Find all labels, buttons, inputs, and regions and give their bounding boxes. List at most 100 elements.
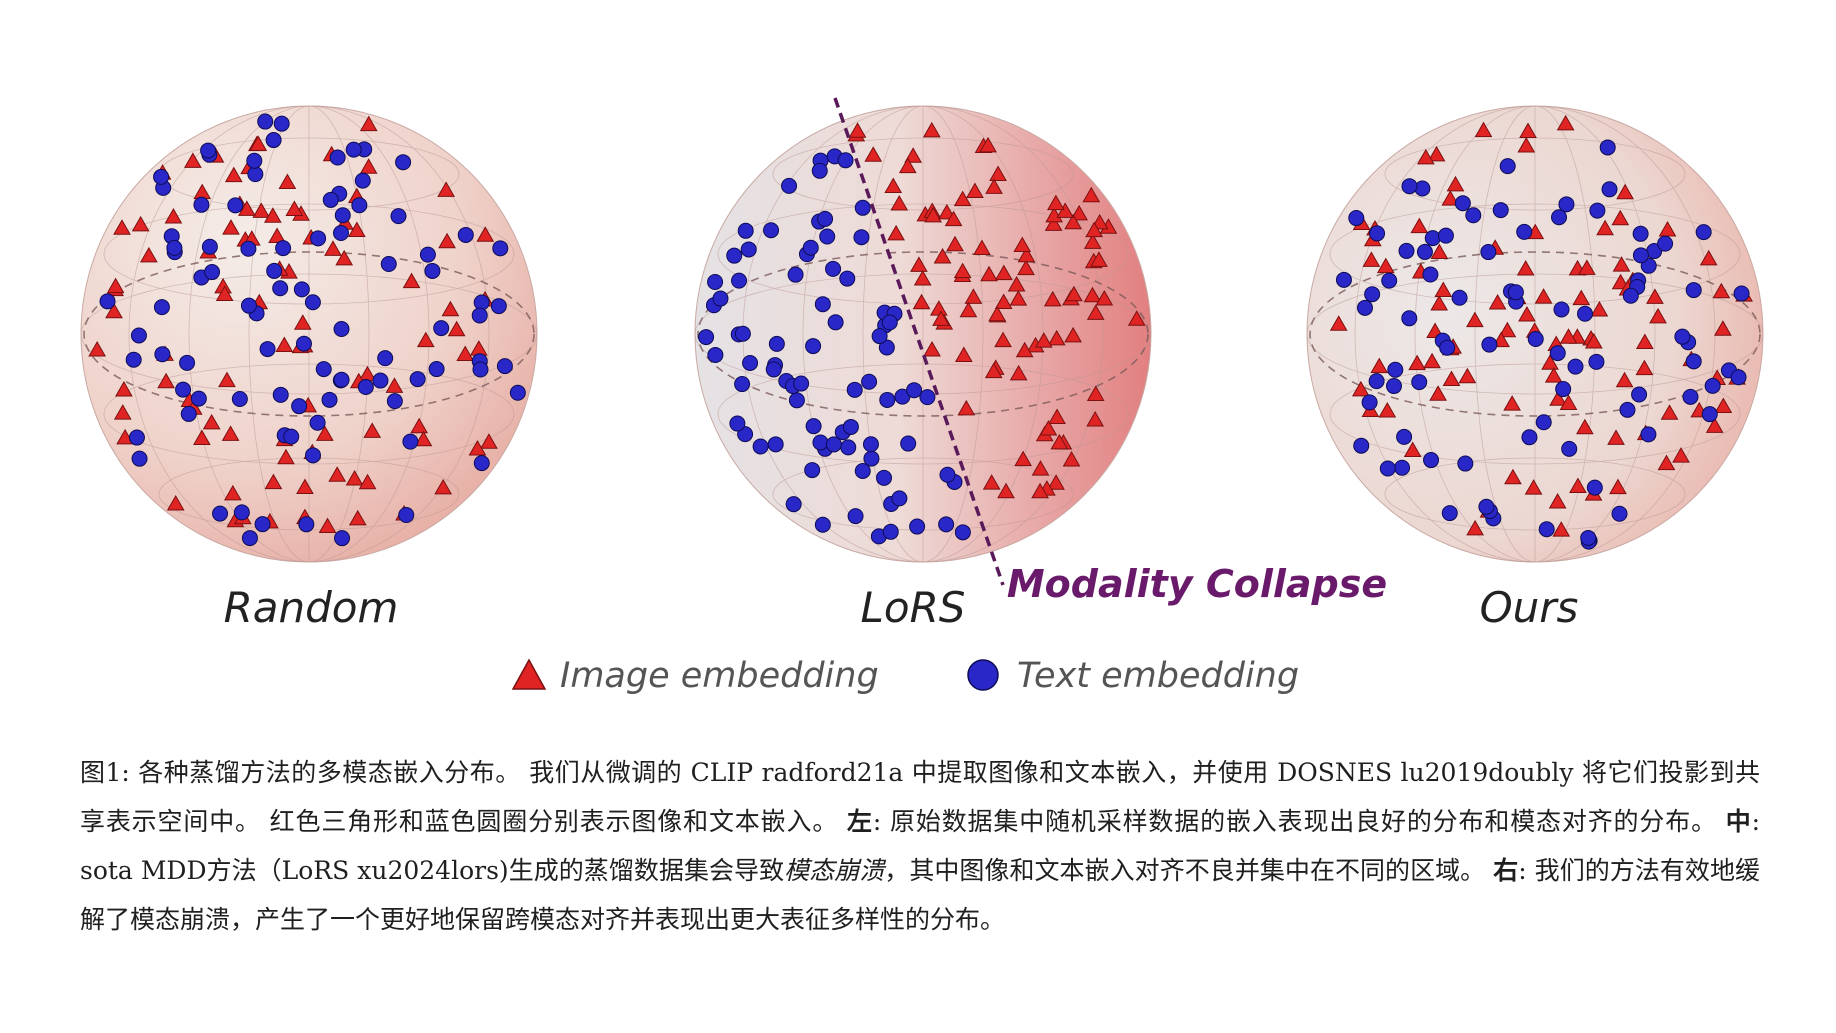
- sphere-ours: [1306, 105, 1764, 563]
- text-marker-circle-icon: [1701, 406, 1718, 423]
- image-marker-triangle-icon: [1569, 477, 1587, 494]
- text-marker-circle-icon: [698, 329, 715, 346]
- text-marker-circle-icon: [712, 290, 729, 307]
- text-marker-circle-icon: [1599, 139, 1616, 156]
- text-marker-circle-icon: [1454, 195, 1471, 212]
- text-marker-circle-icon: [266, 262, 283, 279]
- image-marker-triangle-icon: [402, 272, 421, 289]
- image-marker-triangle-icon: [904, 147, 922, 163]
- image-marker-triangle-icon: [264, 473, 283, 490]
- image-marker-triangle-icon: [932, 310, 950, 326]
- image-marker-triangle-icon: [1014, 450, 1032, 467]
- image-marker-triangle-icon: [476, 226, 495, 242]
- image-marker-triangle-icon: [1370, 357, 1389, 374]
- text-marker-circle-icon: [812, 434, 829, 451]
- text-marker-circle-icon: [1580, 529, 1597, 546]
- image-marker-triangle-icon: [1031, 482, 1049, 499]
- image-marker-triangle-icon: [1047, 474, 1065, 490]
- text-marker-circle-icon: [1369, 225, 1386, 242]
- text-marker-circle-icon: [1730, 369, 1747, 386]
- text-marker-circle-icon: [254, 516, 271, 533]
- text-marker-circle-icon: [726, 247, 743, 264]
- image-marker-triangle-icon: [268, 227, 286, 243]
- text-marker-circle-icon: [377, 350, 394, 367]
- caption-right-label: 右: [1493, 856, 1519, 885]
- text-marker-circle-icon: [322, 191, 339, 208]
- modality-collapse-label: Modality Collapse: [1007, 562, 1387, 606]
- text-marker-circle-icon: [840, 439, 857, 456]
- text-marker-circle-icon: [1364, 286, 1381, 303]
- text-marker-circle-icon: [854, 463, 871, 480]
- image-marker-triangle-icon: [1611, 209, 1630, 226]
- image-marker-triangle-icon: [1559, 328, 1578, 344]
- image-marker-triangle-icon: [1556, 114, 1575, 131]
- text-marker-circle-icon: [1577, 305, 1594, 322]
- text-marker-circle-icon: [1704, 377, 1721, 394]
- text-marker-circle-icon: [259, 341, 276, 358]
- image-marker-triangle-icon: [224, 166, 243, 183]
- text-marker-circle-icon: [1416, 243, 1433, 260]
- text-marker-circle-icon: [811, 162, 828, 179]
- text-marker-circle-icon: [767, 436, 784, 453]
- text-marker-circle-icon: [1423, 452, 1440, 469]
- sphere-random: [80, 105, 538, 563]
- text-marker-circle-icon: [204, 264, 221, 281]
- image-marker-triangle-icon: [944, 210, 963, 227]
- image-marker-triangle-icon: [157, 372, 175, 389]
- image-marker-triangle-icon: [1015, 341, 1034, 358]
- text-marker-circle-icon: [492, 240, 509, 257]
- text-marker-circle-icon: [1527, 331, 1544, 348]
- image-marker-triangle-icon: [1007, 275, 1026, 292]
- text-marker-circle-icon: [819, 228, 836, 245]
- image-marker-triangle-icon: [1578, 259, 1596, 275]
- text-marker-circle-icon: [1396, 428, 1413, 445]
- text-marker-circle-icon: [1439, 339, 1456, 356]
- text-marker-circle-icon: [315, 361, 332, 378]
- image-marker-triangle-icon: [437, 181, 455, 197]
- figure: Random LoRS Ours Modality Collapse Image…: [80, 97, 1764, 696]
- image-marker-triangle-icon: [1086, 410, 1105, 427]
- text-marker-circle-icon: [1589, 202, 1606, 219]
- text-marker-circle-icon: [128, 429, 145, 446]
- image-marker-triangle-icon: [202, 413, 221, 430]
- text-marker-circle-icon: [193, 196, 210, 213]
- image-marker-triangle-icon: [1095, 289, 1114, 306]
- text-marker-circle-icon: [298, 516, 315, 533]
- text-marker-circle-icon: [1335, 271, 1352, 288]
- text-marker-circle-icon: [817, 210, 834, 227]
- caption-left-text: : 原始数据集中随机采样数据的嵌入表现出良好的分布和模态对齐的分布。: [872, 807, 1717, 836]
- text-marker-circle-icon: [1457, 455, 1474, 472]
- text-marker-circle-icon: [731, 272, 748, 289]
- text-marker-circle-icon: [354, 172, 371, 189]
- image-marker-triangle-icon: [1031, 460, 1050, 476]
- text-marker-circle-icon: [1492, 202, 1509, 219]
- image-marker-triangle-icon: [1009, 290, 1028, 306]
- image-marker-triangle-icon: [1498, 321, 1517, 338]
- text-marker-circle-icon: [763, 222, 780, 239]
- image-marker-triangle-icon: [1612, 256, 1631, 272]
- image-marker-triangle-icon: [252, 202, 271, 218]
- image-marker-triangle-icon: [1441, 190, 1460, 206]
- image-marker-triangle-icon: [1548, 492, 1567, 509]
- image-marker-triangle-icon: [933, 247, 952, 264]
- sphere-lors-dashed-equator: [697, 251, 1149, 417]
- image-marker-triangle-icon: [1657, 454, 1676, 471]
- text-marker-circle-icon: [954, 524, 971, 541]
- image-marker-triangle-icon: [1572, 289, 1591, 306]
- text-marker-circle-icon: [200, 142, 217, 159]
- image-marker-triangle-icon: [1518, 305, 1536, 322]
- image-marker-triangle-icon: [1423, 352, 1441, 369]
- text-marker-circle-icon: [787, 266, 804, 283]
- sphere-lors-markers: [698, 121, 1146, 545]
- image-marker-triangle-icon: [434, 478, 453, 495]
- sphere-random-markers: [88, 113, 526, 547]
- image-marker-triangle-icon: [113, 219, 131, 235]
- text-marker-circle-icon: [125, 351, 142, 368]
- image-marker-triangle-icon: [113, 404, 132, 420]
- text-marker-circle-icon: [310, 230, 327, 247]
- legend-circle-icon: [967, 659, 999, 691]
- image-marker-triangle-icon: [1616, 183, 1634, 200]
- image-marker-triangle-icon: [1635, 333, 1654, 349]
- text-marker-circle-icon: [153, 168, 170, 185]
- image-marker-triangle-icon: [988, 305, 1007, 322]
